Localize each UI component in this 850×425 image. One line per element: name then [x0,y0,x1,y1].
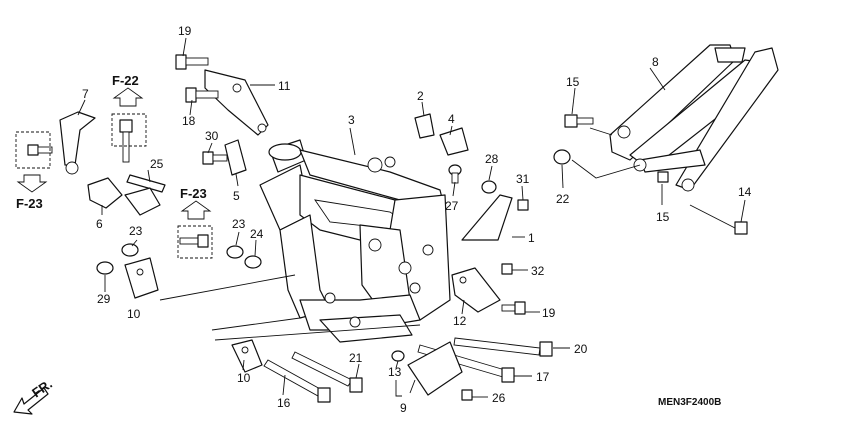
callout-10-left: 10 [127,307,141,321]
collar-22 [553,149,571,165]
callout-14: 14 [738,185,752,199]
callout-5: 5 [233,189,240,203]
callout-1: 1 [528,231,535,245]
bracket-10-left [124,257,159,299]
guide-7 [59,111,96,175]
ref-box-f23-mid [177,200,213,259]
bolt-18 [185,87,219,103]
ref-box-f22 [111,87,147,147]
ref-f22: F-22 [112,73,139,88]
collar-13 [391,350,405,362]
ref-f23-left: F-23 [16,196,43,211]
bolt-f22 [119,119,133,163]
callout-3: 3 [348,113,355,127]
callout-12: 12 [453,314,467,328]
callout-6: 6 [96,217,103,231]
callout-16: 16 [277,396,291,410]
callout-23-left: 23 [129,224,143,238]
callout-21: 21 [349,351,363,365]
pin-25 [124,174,166,216]
callout-15-top: 15 [566,75,580,89]
bolt-30 [202,151,228,165]
callout-numbers: 19 11 18 7 6 25 30 5 3 2 4 27 28 31 1 32… [82,24,752,415]
leader-lines [77,37,746,398]
clamp-6 [87,177,123,209]
rear-subframe [609,44,779,192]
bolt-19-right [501,301,526,315]
callout-4: 4 [448,112,455,126]
collars-23-24 [121,243,262,269]
callout-32: 32 [531,264,545,278]
callout-30: 30 [205,129,219,143]
ref-box-left [15,131,51,193]
callout-18: 18 [182,114,196,128]
callout-11: 11 [278,79,291,93]
diagram-code: MEN3F2400B [658,397,721,408]
guide-4 [439,127,469,156]
grommet-27 [448,164,462,184]
clip-2 [414,113,435,139]
callout-22: 22 [556,192,570,206]
callout-23-mid: 23 [232,217,246,231]
callout-17: 17 [536,370,550,384]
callout-29: 29 [97,292,111,306]
callout-20: 20 [574,342,588,356]
bolt-19-top [175,54,209,70]
callout-26: 26 [492,391,506,405]
callout-10-lower: 10 [237,371,251,385]
callout-28: 28 [485,152,499,166]
bolt-15-lower [657,171,669,183]
bolt-15-top [564,114,594,128]
callout-13: 13 [388,365,402,379]
bolt-31 [517,199,529,211]
bolt-26 [461,389,473,401]
bolt-32 [501,263,513,275]
callout-9: 9 [400,401,407,415]
callout-19-top: 19 [178,24,192,38]
clip-5 [224,139,247,176]
callout-8: 8 [652,55,659,69]
bolt-20 [453,337,553,357]
ref-f23-mid: F-23 [180,186,207,201]
callout-24: 24 [250,227,264,241]
callout-2: 2 [417,89,424,103]
bolt-left [27,144,53,156]
bracket-11 [204,69,269,136]
front-direction-arrow [13,387,49,415]
callout-27: 27 [445,199,459,213]
callout-15-lower: 15 [656,210,670,224]
bracket-10-lower [231,339,263,373]
bracket-12 [451,267,501,313]
bolt-16 [263,359,331,403]
collar-28 [481,180,497,194]
main-frame [259,139,451,343]
callout-25: 25 [150,157,164,171]
callout-19-right: 19 [542,306,556,320]
bolt-f23-mid [179,234,209,248]
bolt-14 [734,221,748,235]
bolt-21 [291,351,363,393]
callout-7: 7 [82,87,89,101]
skid-plate-9 [407,341,463,396]
bracket-1 [461,194,513,241]
callout-31: 31 [516,172,530,186]
collar-29 [96,261,114,275]
